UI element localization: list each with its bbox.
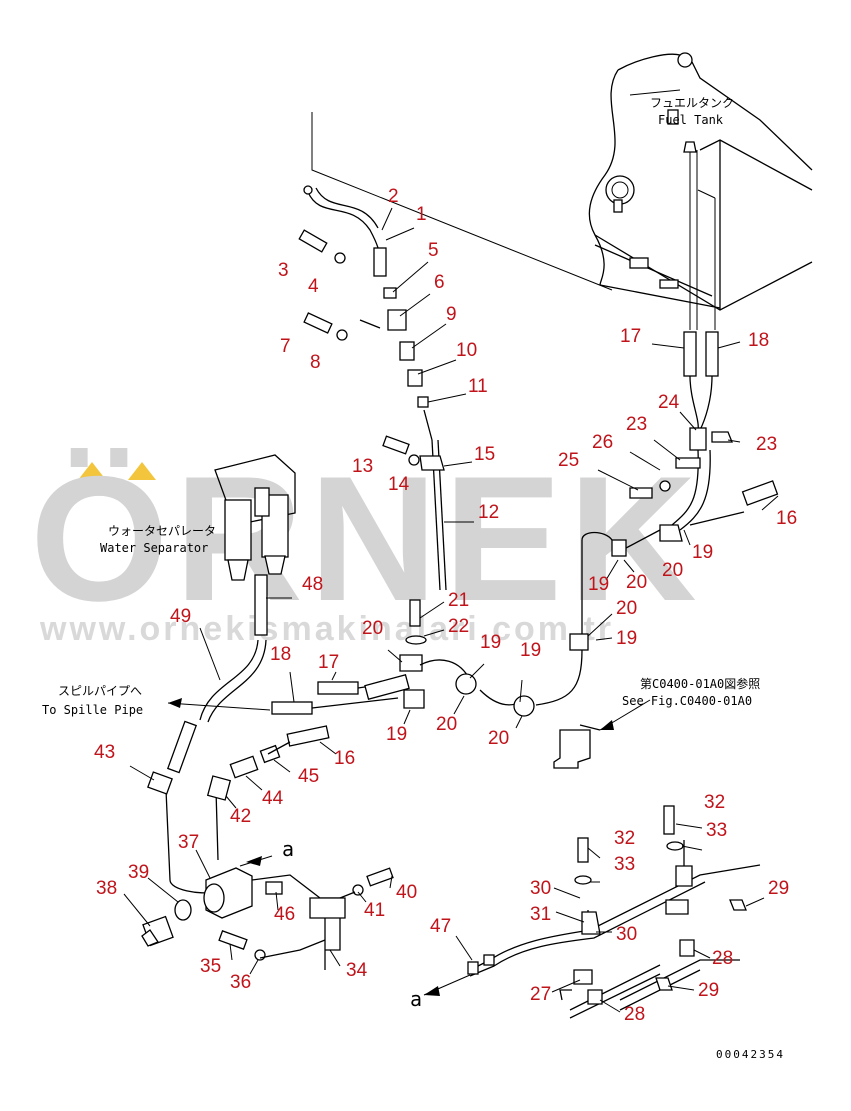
water-separator xyxy=(214,454,296,581)
part-label-41: 41 xyxy=(364,900,385,921)
part-label-30-b: 30 xyxy=(616,924,637,945)
part-label-9: 9 xyxy=(446,304,457,325)
part-label-1: 1 xyxy=(416,204,427,225)
part-label-32-b: 32 xyxy=(704,792,725,813)
leader-upper xyxy=(311,112,613,291)
drawing-number: 00042354 xyxy=(716,1048,785,1061)
part-label-19-b: 19 xyxy=(588,574,609,595)
part-label-19-e: 19 xyxy=(480,632,501,653)
part-label-32-a: 32 xyxy=(614,828,635,849)
center-pipe-clamps xyxy=(364,529,661,717)
part-label-15: 15 xyxy=(474,444,495,465)
watermark: ÖRNEK www.ornekismakinalari.com.tr xyxy=(30,439,703,648)
part-label-6: 6 xyxy=(434,272,445,293)
part-label-35: 35 xyxy=(200,956,221,977)
part-label-24: 24 xyxy=(658,392,680,413)
part-label-28-a: 28 xyxy=(712,948,733,969)
part-label-39: 39 xyxy=(128,862,149,883)
fuel-tank-label-en: Fuel Tank xyxy=(658,113,724,127)
leader-lines xyxy=(123,207,779,1013)
part-label-19-f: 19 xyxy=(520,640,541,661)
part-label-40: 40 xyxy=(396,882,417,903)
part-label-12: 12 xyxy=(478,502,499,523)
lower-right-assembly xyxy=(467,805,761,1019)
part-label-47: 47 xyxy=(430,916,451,937)
lower-left-assembly xyxy=(141,771,394,970)
part-label-36: 36 xyxy=(230,972,251,993)
part-label-33-a: 33 xyxy=(614,854,635,875)
part-label-20-a: 20 xyxy=(662,560,683,581)
part-label-17-mid: 17 xyxy=(318,652,339,673)
water-separator-label-jp: ウォータセパレータ xyxy=(108,524,216,538)
part-label-17-top: 17 xyxy=(620,326,641,347)
part-label-20-b: 20 xyxy=(626,572,647,593)
part-label-11: 11 xyxy=(468,376,488,397)
part-label-14: 14 xyxy=(388,474,410,495)
part-label-28-b: 28 xyxy=(624,1004,645,1025)
bolts-left xyxy=(298,229,420,466)
part-label-46: 46 xyxy=(274,904,295,925)
part-label-48: 48 xyxy=(302,574,323,595)
part-label-20-f: 20 xyxy=(488,728,509,749)
spill-pipe-label-jp: スピルパイプへ xyxy=(58,684,142,698)
part-label-23-b: 23 xyxy=(756,434,777,455)
connector-a-lower: a xyxy=(410,987,422,1011)
part-label-8: 8 xyxy=(310,352,321,373)
part-label-3: 3 xyxy=(278,260,289,281)
part-label-23-a: 23 xyxy=(626,414,647,435)
part-label-45: 45 xyxy=(298,766,319,787)
part-label-27: 27 xyxy=(530,984,551,1005)
water-separator-label-en: Water Separator xyxy=(100,541,208,555)
part-label-29-a: 29 xyxy=(768,878,789,899)
part-label-34: 34 xyxy=(346,960,368,981)
part-label-49: 49 xyxy=(170,606,191,627)
watermark-brand: ÖRNEK xyxy=(30,439,703,638)
part-label-31: 31 xyxy=(530,904,551,925)
part-label-42: 42 xyxy=(230,806,251,827)
watermark-url: www.ornekismakinalari.com.tr xyxy=(39,610,614,648)
part-label-21: 21 xyxy=(448,590,469,611)
part-label-25: 25 xyxy=(558,450,579,471)
part-label-4: 4 xyxy=(308,276,319,297)
part-label-7: 7 xyxy=(280,336,291,357)
part-label-30-a: 30 xyxy=(530,878,551,899)
part-label-18-mid: 18 xyxy=(270,644,291,665)
fuel-tank xyxy=(588,52,813,330)
part-label-5: 5 xyxy=(428,240,439,261)
part-label-13: 13 xyxy=(352,456,373,477)
watermark-dots xyxy=(78,462,156,480)
part-label-19-d: 19 xyxy=(386,724,407,745)
part-label-37: 37 xyxy=(178,832,199,853)
part-label-20-e: 20 xyxy=(436,714,457,735)
spill-pipe-label-en: To Spille Pipe xyxy=(42,703,143,717)
see-fig-label-en: See Fig.C0400-01A0 xyxy=(622,694,752,708)
connector-a-upper: a xyxy=(282,837,294,861)
part-label-10: 10 xyxy=(456,340,477,361)
hose-48-49 xyxy=(166,574,268,774)
part-label-44: 44 xyxy=(262,788,284,809)
part-label-18-top: 18 xyxy=(748,330,769,351)
part-label-19-c: 19 xyxy=(616,628,637,649)
part-label-19-a: 19 xyxy=(692,542,713,563)
tank-hoses xyxy=(629,331,779,542)
bracket-see-fig xyxy=(553,724,601,769)
part-number-labels: 1 2 3 4 5 6 7 8 9 10 11 12 13 14 15 16 1… xyxy=(94,186,797,1025)
part-label-33-b: 33 xyxy=(706,820,727,841)
see-fig-label-jp: 第C0400-01A0図参照 xyxy=(640,676,760,691)
part-label-22: 22 xyxy=(448,616,469,637)
part-label-2: 2 xyxy=(388,186,399,207)
part-label-20-c: 20 xyxy=(616,598,637,619)
part-label-16-mid: 16 xyxy=(334,748,355,769)
part-label-26: 26 xyxy=(592,432,613,453)
part-label-38: 38 xyxy=(96,878,117,899)
part-label-16-top: 16 xyxy=(776,508,797,529)
part-label-20-d: 20 xyxy=(362,618,383,639)
part-label-29-b: 29 xyxy=(698,980,719,1001)
part-label-43: 43 xyxy=(94,742,115,763)
fuel-tank-label-jp: フュエルタンク xyxy=(650,96,734,110)
